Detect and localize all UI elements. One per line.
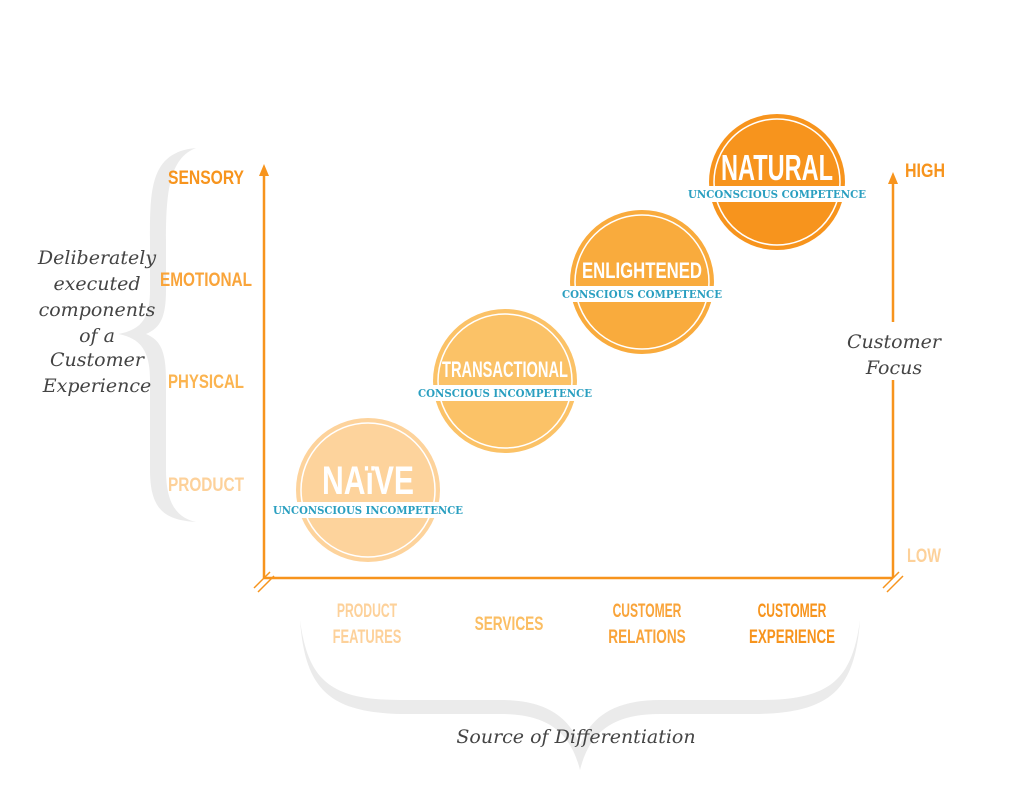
y-right-high: HIGH bbox=[905, 161, 945, 182]
left-brace-label-line: of a bbox=[79, 325, 115, 347]
left-brace-label-line: components bbox=[39, 299, 156, 321]
stage-circle bbox=[570, 210, 714, 354]
axis-break-mark bbox=[882, 571, 900, 589]
stage-subtitle: CONSCIOUS INCOMPETENCE bbox=[418, 387, 592, 400]
stage-circle bbox=[709, 114, 845, 250]
stage-title: NAïVE bbox=[322, 459, 414, 503]
stage-circle-ring bbox=[574, 214, 710, 350]
x-tick-label: CUSTOMER bbox=[613, 601, 682, 622]
y-tick-emotional: EMOTIONAL bbox=[160, 270, 252, 291]
left-brace-label-line: Deliberately bbox=[37, 247, 156, 269]
stage-subtitle-banner bbox=[557, 286, 727, 302]
stage-subtitle: CONSCIOUS COMPETENCE bbox=[562, 288, 722, 301]
y-tick-sensory: SENSORY bbox=[168, 168, 244, 189]
axes bbox=[253, 164, 904, 593]
y-right-axis-label: Customer bbox=[847, 331, 943, 353]
x-tick-label: CUSTOMER bbox=[758, 601, 827, 622]
stage-circle bbox=[296, 418, 440, 562]
stage-subtitle-banner bbox=[683, 186, 871, 202]
y-axis-right-arrow bbox=[888, 172, 898, 184]
stage-circle bbox=[433, 309, 577, 453]
y-axis-left-arrow bbox=[259, 164, 269, 176]
left-brace-label-line: Customer bbox=[50, 349, 146, 371]
y-right-axis-label: Focus bbox=[865, 357, 922, 379]
y-tick-product: PRODUCT bbox=[168, 475, 244, 496]
axis-break-mark bbox=[253, 571, 271, 589]
x-tick-label: EXPERIENCE bbox=[749, 627, 835, 648]
y-right-low: LOW bbox=[907, 546, 941, 567]
stage-circle-ring bbox=[437, 313, 573, 449]
stage-subtitle-banner bbox=[413, 385, 597, 401]
axis-break-mark bbox=[257, 575, 275, 593]
x-tick-label: SERVICES bbox=[475, 614, 544, 635]
stage-subtitle: UNCONSCIOUS INCOMPETENCE bbox=[273, 504, 463, 517]
stage-subtitle: UNCONSCIOUS COMPETENCE bbox=[688, 188, 866, 201]
left-brace bbox=[118, 148, 196, 522]
stage-circle-ring bbox=[300, 422, 436, 558]
stage-title: ENLIGHTENED bbox=[582, 258, 702, 283]
stage-title: TRANSACTIONAL bbox=[442, 357, 568, 382]
left-brace-label-line: executed bbox=[53, 273, 140, 295]
stage-circle-ring bbox=[713, 118, 841, 246]
stage-subtitle-banner bbox=[268, 502, 468, 518]
left-brace-label-line: Experience bbox=[42, 375, 152, 397]
x-tick-label: PRODUCT bbox=[337, 601, 397, 622]
stage-2: TRANSACTIONAL CONSCIOUS INCOMPETENCE bbox=[413, 309, 597, 453]
x-tick-label: FEATURES bbox=[333, 627, 402, 648]
stage-3: ENLIGHTENED CONSCIOUS COMPETENCE bbox=[557, 210, 727, 354]
y-tick-physical: PHYSICAL bbox=[168, 372, 244, 393]
axis-break-mark bbox=[886, 575, 904, 593]
x-tick-label: RELATIONS bbox=[608, 627, 685, 648]
stage-title: NATURAL bbox=[721, 147, 833, 188]
x-axis-label: Source of Differentiation bbox=[456, 726, 695, 748]
